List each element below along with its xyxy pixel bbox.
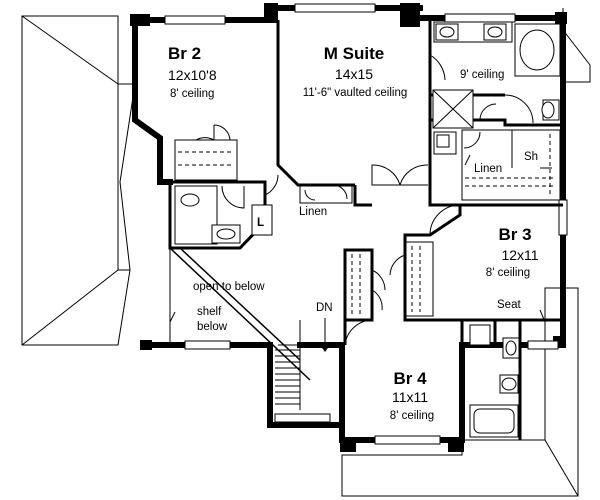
- open-to-below-area: [169, 248, 176, 345]
- laundry-label: L: [257, 217, 264, 229]
- suite-linen: [299, 184, 353, 204]
- room-br3-name: Br 3: [498, 225, 531, 244]
- seat-label: Seat: [497, 299, 521, 311]
- br4-closet: [351, 254, 361, 316]
- window: [374, 435, 441, 445]
- window: [527, 340, 559, 350]
- room-br4: Br 4 11x11 8' ceiling: [390, 369, 434, 422]
- room-br2: Br 2 12x10'8 8' ceiling: [168, 44, 217, 100]
- shelf-label: shelf: [197, 306, 222, 318]
- shower-label: Sh: [524, 151, 538, 163]
- stair-down-label: DN: [316, 302, 333, 314]
- master-bath-fixtures: [432, 21, 561, 155]
- room-msuite-ceiling: 11'-6" vaulted ceiling: [303, 87, 408, 99]
- br3-closet: [404, 241, 434, 317]
- window: [558, 199, 568, 236]
- room-msuite: M Suite 14x15 11'-6" vaulted ceiling: [303, 44, 408, 99]
- room-br3: Br 3 12x11 8' ceiling: [486, 225, 539, 279]
- window: [294, 3, 376, 13]
- walk-in-closet: [461, 129, 561, 201]
- room-br4-ceiling: 8' ceiling: [390, 410, 434, 422]
- toilet-icon: [180, 193, 200, 207]
- room-br2-name: Br 2: [168, 44, 201, 63]
- linen-label-suite: Linen: [299, 206, 327, 218]
- linen-label-hall: Linen: [474, 163, 502, 175]
- window: [184, 340, 231, 350]
- br2-closet: [174, 124, 238, 181]
- room-br2-ceiling: 8' ceiling: [170, 88, 214, 100]
- right-roof: [341, 287, 579, 497]
- window: [164, 15, 226, 25]
- window: [274, 413, 331, 423]
- left-roof: [21, 15, 136, 346]
- mbath-ceiling: 9' ceiling: [460, 69, 504, 81]
- room-br3-ceiling: 8' ceiling: [486, 267, 530, 279]
- br2-bath: L: [174, 185, 273, 245]
- window: [444, 13, 516, 23]
- room-br4-name: Br 4: [393, 369, 427, 388]
- room-br4-size: 11x11: [392, 389, 428, 405]
- shelf-label-line2: below: [197, 321, 228, 333]
- bathtub-icon: [469, 404, 519, 438]
- open-to-below-label: open to below: [193, 281, 265, 293]
- room-br2-size: 12x10'8: [168, 67, 217, 83]
- room-msuite-size: 14x15: [335, 66, 373, 82]
- room-msuite-name: M Suite: [324, 44, 384, 63]
- hall-bath: [469, 324, 520, 438]
- top-right-roof: [562, 8, 591, 83]
- room-br3-size: 12x11: [501, 247, 538, 263]
- staircase: [169, 247, 330, 410]
